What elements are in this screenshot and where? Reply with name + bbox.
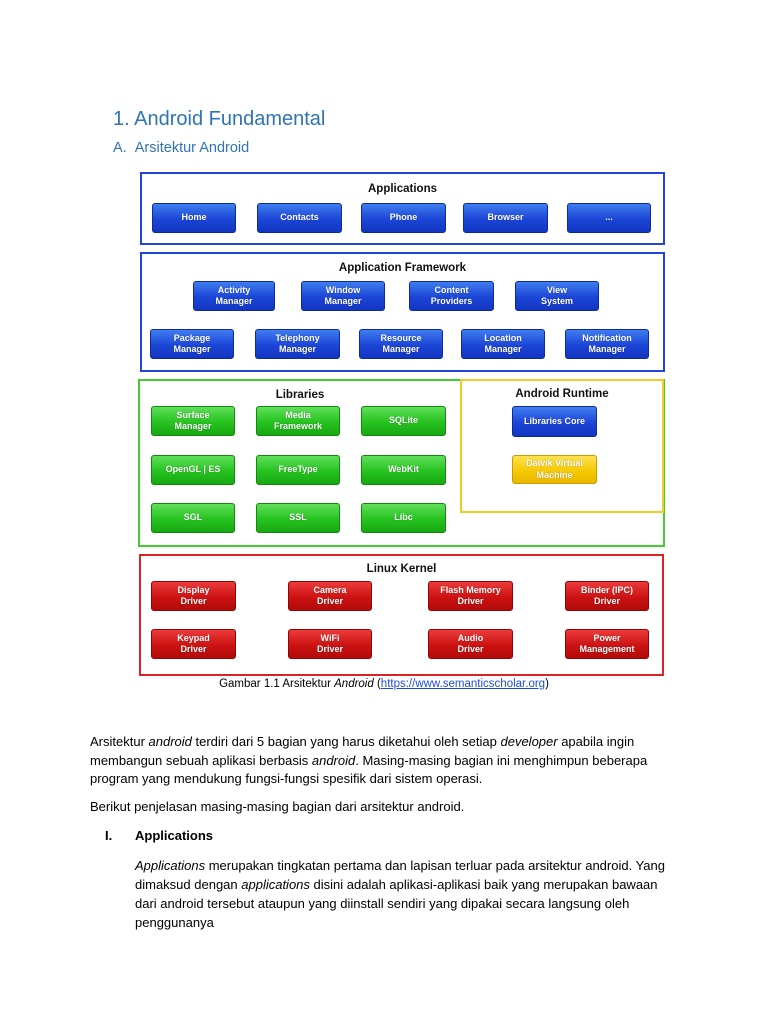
- kernel-keypad-driver: Keypad Driver: [151, 629, 236, 659]
- runtime-libraries-core: Libraries Core: [512, 406, 597, 437]
- lib-opengl-es: OpenGL | ES: [151, 455, 235, 485]
- libraries-layer-title: Libraries: [275, 389, 325, 401]
- framework-layer-title: Application Framework: [338, 262, 467, 274]
- lib-libc: Libc: [361, 503, 446, 533]
- app-block-contacts: Contacts: [257, 203, 342, 233]
- framework-location-manager: Location Manager: [461, 329, 545, 359]
- lib-sqlite: SQLite: [361, 406, 446, 436]
- libraries-layer: Libraries: [138, 379, 665, 547]
- kernel-flash-memory-driver: Flash Memory Driver: [428, 581, 513, 611]
- lib-sgl: SGL: [151, 503, 235, 533]
- kernel-display-driver: Display Driver: [151, 581, 236, 611]
- section-heading: 1. Android Fundamental: [113, 108, 326, 130]
- runtime-layer: Android Runtime: [460, 379, 664, 513]
- lib-media-framework: Media Framework: [256, 406, 340, 436]
- framework-activity-manager: Activity Manager: [193, 281, 275, 311]
- kernel-audio-driver: Audio Driver: [428, 629, 513, 659]
- framework-layer: Application Framework: [140, 252, 665, 372]
- app-block-phone: Phone: [361, 203, 446, 233]
- section-title: Applications: [135, 828, 214, 843]
- paragraph-applications: Applications merupakan tingkatan pertama…: [135, 858, 665, 930]
- lib-webkit: WebKit: [361, 455, 446, 485]
- framework-window-manager: Window Manager: [301, 281, 385, 311]
- kernel-layer-title: Linux Kernel: [366, 563, 437, 575]
- applications-layer-title: Applications: [367, 183, 437, 195]
- runtime-layer-title: Android Runtime: [515, 388, 609, 400]
- app-block-more: ...: [567, 203, 651, 233]
- subsection-heading: A. Arsitektur Android: [113, 140, 250, 156]
- framework-notification-manager: Notification Manager: [565, 329, 649, 359]
- framework-resource-manager: Resource Manager: [359, 329, 443, 359]
- lib-ssl: SSL: [256, 503, 340, 533]
- app-block-home: Home: [152, 203, 236, 233]
- section-number: I.: [105, 828, 113, 843]
- paragraph-explanation: Berikut penjelasan masing-masing bagian …: [90, 799, 465, 814]
- lib-freetype: FreeType: [256, 455, 340, 485]
- kernel-wifi-driver: WiFi Driver: [288, 629, 372, 659]
- figure-caption: Gambar 1.1 Arsitektur Android (https://w…: [219, 678, 549, 690]
- framework-package-manager: Package Manager: [150, 329, 234, 359]
- framework-telephony-manager: Telephony Manager: [255, 329, 340, 359]
- caption-link[interactable]: https://www.semanticscholar.org: [380, 678, 546, 690]
- framework-view-system: View System: [515, 281, 599, 311]
- kernel-power-management: Power Management: [565, 629, 649, 659]
- framework-content-providers: Content Providers: [409, 281, 494, 311]
- kernel-camera-driver: Camera Driver: [288, 581, 372, 611]
- applications-layer: Applications: [140, 172, 665, 245]
- paragraph-intro: Arsitektur android terdiri dari 5 bagian…: [90, 734, 648, 786]
- kernel-layer: Linux Kernel: [139, 554, 664, 676]
- kernel-binder-ipc-driver: Binder (IPC) Driver: [565, 581, 649, 611]
- lib-surface-manager: Surface Manager: [151, 406, 235, 436]
- runtime-dalvik-vm: Dalvik Virtual Machine: [512, 455, 597, 484]
- app-block-browser: Browser: [463, 203, 548, 233]
